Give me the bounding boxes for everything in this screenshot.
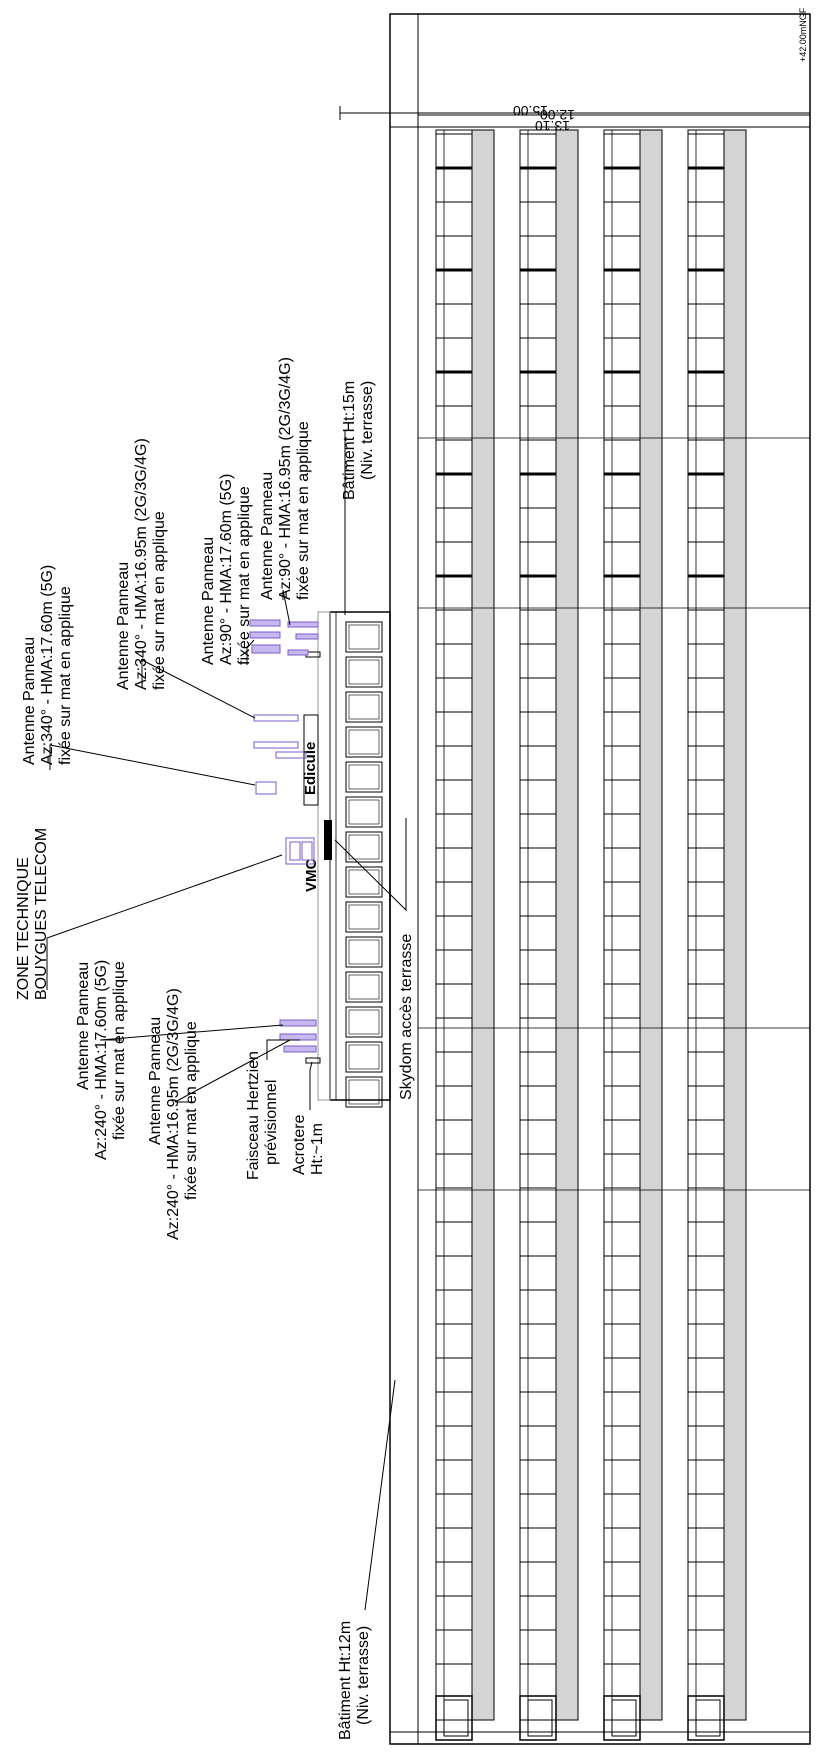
facade-windows	[418, 129, 810, 1741]
upper-block-windows	[345, 621, 383, 1108]
ant340-4g-line1: Antenne Panneau	[115, 562, 132, 690]
ant90-4g-line3: fixée sur mat en applique	[295, 421, 312, 600]
ant90-5g-line3: fixée sur mat en applique	[236, 486, 253, 665]
building-15m-block	[317, 611, 391, 1108]
batiment15-line2: (Niv. terrasse)	[359, 381, 376, 480]
antenna-az340	[253, 714, 307, 795]
ant340-5g-line1: Antenne Panneau	[21, 637, 38, 765]
antenna-az240	[279, 1019, 317, 1053]
ant90-4g-line2: Az:90° - HMA:16.95m (2G/3G/4G)	[277, 357, 294, 600]
zone-technique-line1: ZONE TECHNIQUE	[15, 857, 32, 1000]
dimension-lines	[339, 106, 810, 134]
faisceau-line2: prévisionnel	[263, 1080, 280, 1165]
ant340-5g-line2: Az:340° - HMA:17.60m (5G)	[39, 565, 56, 765]
acrotere-line2: Ht:~1m	[309, 1123, 326, 1175]
ant340-5g-line3: fixée sur mat en applique	[57, 586, 74, 765]
antennas	[249, 619, 319, 1053]
faisceau-line1: Faisceau Hertzien	[245, 1051, 262, 1180]
ngf-level: +42.00mNGF	[798, 7, 808, 62]
ant340-4g-line2: Az:340° - HMA:16.95m (2G/3G/4G)	[133, 438, 150, 690]
ant340-4g-line3: fixée sur mat en applique	[151, 511, 168, 690]
annotations: ZONE TECHNIQUE BOUYGUES TELECOM Antenne …	[15, 357, 415, 1740]
ant240-5g-line2: Az:240° - HMA:17.60m (5G)	[93, 960, 110, 1160]
batiment15-line1: Bâtiment Ht:15m	[341, 381, 358, 500]
ant240-5g-line1: Antenne Panneau	[75, 962, 92, 1090]
ant240-4g-line1: Antenne Panneau	[147, 1017, 164, 1145]
skydom-label: Skydom accès terrasse	[398, 934, 415, 1100]
ant90-5g-line1: Antenne Panneau	[200, 537, 217, 665]
ant240-4g-line3: fixée sur mat en applique	[183, 1021, 200, 1200]
ant90-4g-line1: Antenne Panneau	[259, 472, 276, 600]
building-12m-frame	[389, 13, 811, 1745]
dim-13m: 13.10	[535, 118, 570, 134]
batiment12-line2: (Niv. terrasse)	[355, 1626, 372, 1725]
acrotere-line1: Acrotere	[291, 1114, 308, 1175]
zone-technique-line2: BOUYGUES TELECOM	[33, 828, 50, 1000]
batiment12-line1: Bâtiment Ht:12m	[337, 1621, 354, 1740]
zone-technique-equipment	[285, 837, 315, 865]
ant240-5g-line3: fixée sur mat en applique	[111, 961, 128, 1140]
ant240-4g-line2: Az:240° - HMA:16.95m (2G/3G/4G)	[165, 988, 182, 1240]
antenna-az90	[249, 619, 319, 656]
leader-lines	[46, 430, 407, 1611]
edicule-label: Edicule	[302, 742, 319, 795]
ant90-5g-line2: Az:90° - HMA:17.60m (5G)	[218, 474, 235, 665]
dim-15m: 15.00	[513, 103, 548, 119]
vmc-skydom: VMC	[303, 820, 332, 892]
edicule: Edicule	[302, 714, 319, 806]
vmc-label: VMC	[303, 859, 320, 893]
dim-12m: 12.00	[540, 107, 575, 123]
